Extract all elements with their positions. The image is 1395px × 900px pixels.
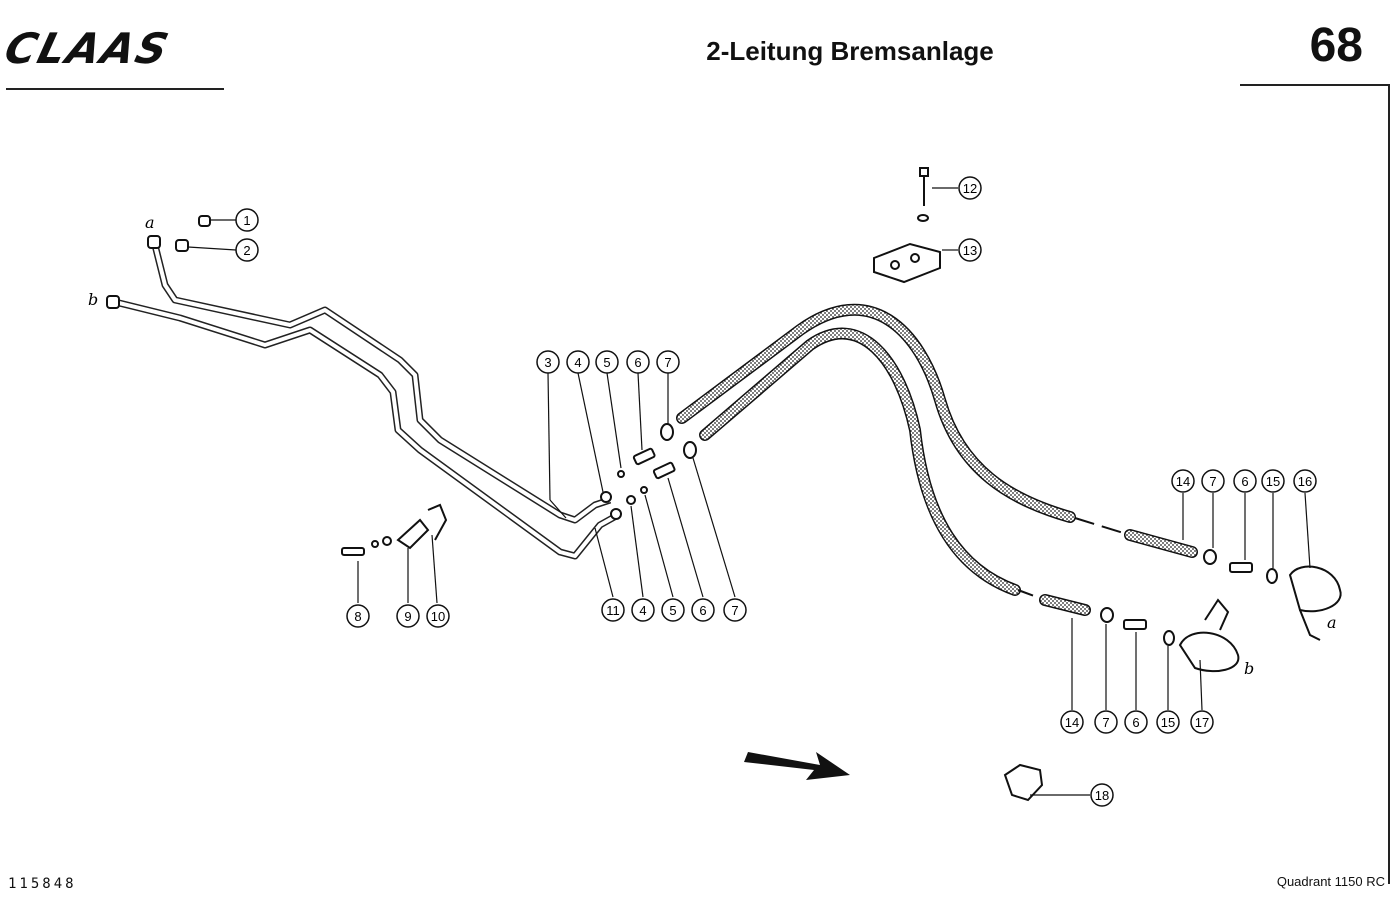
callouts: 1 2 3 4 5 6 7 8 9 10 11 4 5 6 7 12 13 14… xyxy=(235,176,1317,807)
model-name: Quadrant 1150 RC xyxy=(1276,874,1385,889)
page-title: 2-Leitung Bremsanlage xyxy=(706,36,994,66)
coupling-right-upper-icon xyxy=(1203,549,1342,641)
svg-text:5: 5 xyxy=(603,355,610,370)
bolt-clamp-top-icon xyxy=(873,167,941,284)
document-id: 115848 xyxy=(8,876,77,892)
svg-text:11: 11 xyxy=(606,603,620,618)
callout-16: 16 xyxy=(1293,469,1317,493)
svg-text:9: 9 xyxy=(404,609,411,624)
svg-text:16: 16 xyxy=(1298,474,1312,489)
svg-text:4: 4 xyxy=(574,355,581,370)
svg-text:18: 18 xyxy=(1095,788,1109,803)
callout-5-lower: 5 xyxy=(661,598,685,622)
callout-17: 17 xyxy=(1190,710,1214,734)
callout-15-lower: 15 xyxy=(1156,710,1180,734)
fittings-upper xyxy=(600,423,674,503)
callout-12: 12 xyxy=(958,176,982,200)
svg-text:14: 14 xyxy=(1176,474,1190,489)
letter-b-left: b xyxy=(88,290,98,309)
leader-lines xyxy=(187,187,1311,796)
callout-6-right-lower: 6 xyxy=(1124,710,1148,734)
header-rule-left xyxy=(6,88,224,90)
callout-10: 10 xyxy=(426,604,450,628)
clamp-assembly-left-icon xyxy=(341,503,448,556)
header-rule-right xyxy=(1240,84,1390,86)
svg-text:14: 14 xyxy=(1065,715,1079,730)
hose-lower xyxy=(699,327,1091,616)
svg-text:3: 3 xyxy=(544,355,551,370)
callout-2: 2 xyxy=(235,238,259,262)
svg-text:6: 6 xyxy=(1132,715,1139,730)
callout-7-right-lower: 7 xyxy=(1094,710,1118,734)
callout-1: 1 xyxy=(235,208,259,232)
brake-line-b xyxy=(114,298,620,560)
svg-text:1: 1 xyxy=(243,213,250,228)
svg-text:7: 7 xyxy=(664,355,671,370)
fittings-lower xyxy=(610,441,697,520)
hose-upper xyxy=(676,303,1198,558)
page-number: 68 xyxy=(1309,19,1363,72)
callout-3: 3 xyxy=(536,350,560,374)
bracket-18-icon xyxy=(1003,763,1044,802)
svg-text:5: 5 xyxy=(669,603,676,618)
frame-right-edge xyxy=(1388,84,1390,884)
svg-text:15: 15 xyxy=(1161,715,1175,730)
svg-text:6: 6 xyxy=(699,603,706,618)
callout-18: 18 xyxy=(1090,783,1114,807)
callout-6-lower: 6 xyxy=(691,598,715,622)
svg-text:4: 4 xyxy=(639,603,646,618)
svg-text:7: 7 xyxy=(1102,715,1109,730)
connection-letters: a b a b xyxy=(88,213,1337,678)
callout-14-upper: 14 xyxy=(1171,469,1195,493)
svg-text:12: 12 xyxy=(963,181,977,196)
callout-5: 5 xyxy=(595,350,619,374)
svg-text:17: 17 xyxy=(1195,715,1209,730)
letter-b-right: b xyxy=(1244,659,1254,678)
callout-14-lower: 14 xyxy=(1060,710,1084,734)
svg-text:6: 6 xyxy=(634,355,641,370)
coupling-right-lower-icon xyxy=(1100,598,1240,673)
svg-text:7: 7 xyxy=(731,603,738,618)
line-end-a-icon xyxy=(147,235,161,249)
svg-text:15: 15 xyxy=(1266,474,1280,489)
svg-text:8: 8 xyxy=(354,609,361,624)
callout-7: 7 xyxy=(656,350,680,374)
letter-a-right: a xyxy=(1327,613,1337,632)
nut-2-icon xyxy=(175,239,189,252)
line-end-b-icon xyxy=(106,295,120,309)
svg-text:2: 2 xyxy=(243,243,250,258)
svg-text:10: 10 xyxy=(431,609,445,624)
callout-11: 11 xyxy=(601,598,625,622)
letter-a-top: a xyxy=(145,213,155,232)
callout-13: 13 xyxy=(958,238,982,262)
svg-text:6: 6 xyxy=(1241,474,1248,489)
callout-7-lower: 7 xyxy=(723,598,747,622)
callout-6: 6 xyxy=(626,350,650,374)
brake-line-a xyxy=(151,244,612,524)
callout-9: 9 xyxy=(396,604,420,628)
callout-4: 4 xyxy=(566,350,590,374)
svg-text:13: 13 xyxy=(963,243,977,258)
direction-arrow-icon xyxy=(744,752,850,780)
callout-6-right-upper: 6 xyxy=(1233,469,1257,493)
callout-7-right-upper: 7 xyxy=(1201,469,1225,493)
svg-text:7: 7 xyxy=(1209,474,1216,489)
callout-8: 8 xyxy=(346,604,370,628)
callout-4-lower: 4 xyxy=(631,598,655,622)
callout-15-upper: 15 xyxy=(1261,469,1285,493)
nut-1-icon xyxy=(198,215,211,227)
